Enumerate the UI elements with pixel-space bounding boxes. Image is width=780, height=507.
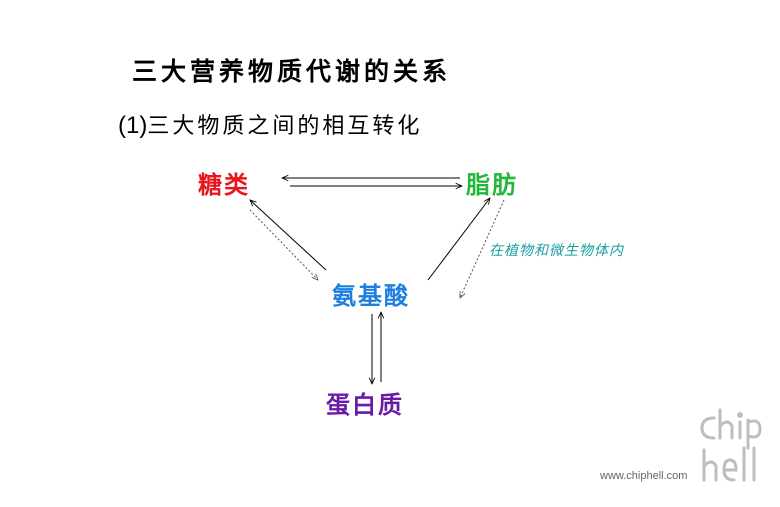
node-protein: 蛋白质	[326, 390, 404, 419]
node-sugar: 糖类	[198, 170, 250, 199]
subtitle: (1)三大物质之间的相互转化	[118, 108, 422, 140]
subtitle-number: (1)	[118, 112, 148, 139]
page-title: 三大营养物质代谢的关系	[132, 57, 452, 86]
node-fat: 脂肪	[466, 170, 518, 199]
chiphell-logo	[700, 408, 762, 482]
node-amino-acid: 氨基酸	[332, 281, 410, 310]
plant-microbe-note: 在植物和微生物体内	[489, 243, 624, 259]
arrow-sugar-to-amino	[249, 209, 318, 280]
arrow-amino-to-fat	[427, 198, 490, 281]
subtitle-text: 三大物质之间的相互转化	[147, 114, 423, 139]
watermark-url: www.chiphell.com	[600, 470, 688, 482]
arrow-amino-to-sugar	[250, 200, 327, 271]
arrow-fat-to-amino	[459, 199, 505, 298]
